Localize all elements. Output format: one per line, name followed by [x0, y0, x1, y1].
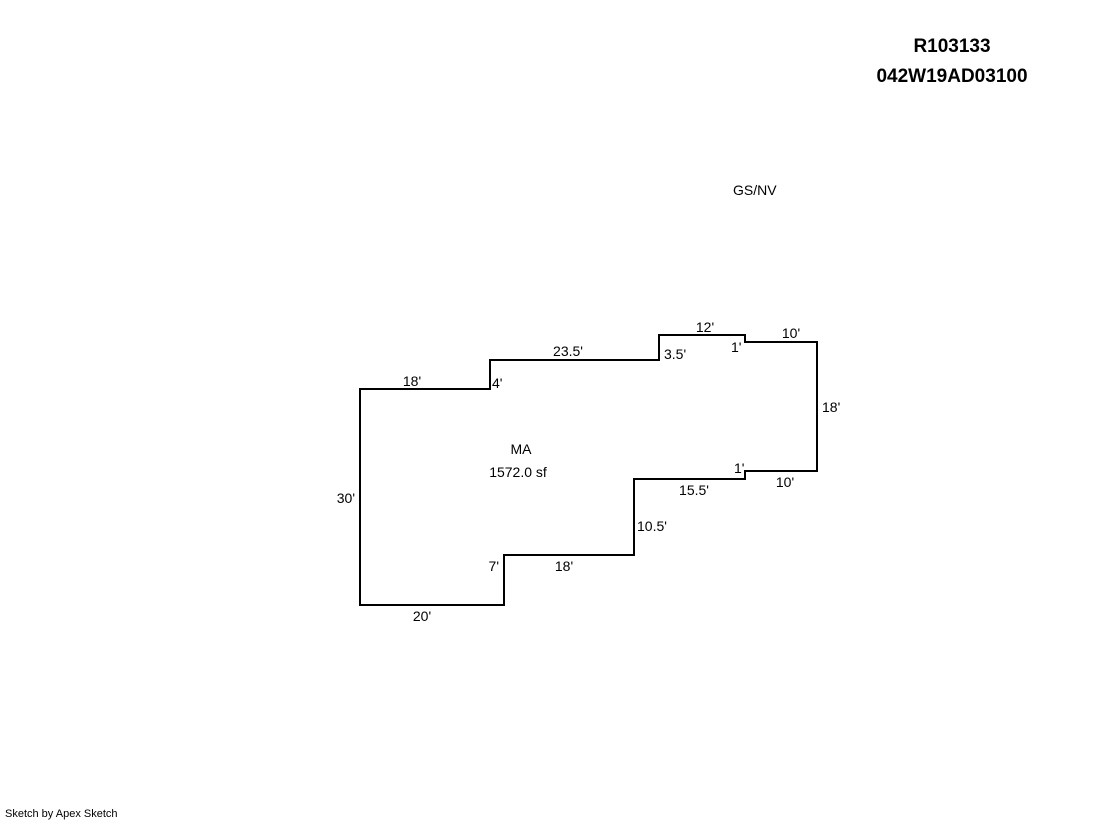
dim-step-down-right: 10.5': [637, 518, 667, 534]
dim-step-up-middle: 3.5': [664, 346, 686, 362]
dim-step-up-left: 4': [492, 375, 502, 391]
record-id: R103133: [913, 36, 991, 57]
area-size: 1572.0 sf: [489, 464, 547, 480]
dim-bottom-right: 10': [776, 474, 794, 490]
dim-top-middle: 23.5': [553, 343, 583, 359]
parcel-id: 042W19AD03100: [876, 66, 1028, 87]
area-code: MA: [511, 441, 533, 457]
dim-right-side: 18': [822, 399, 840, 415]
dim-top-right: 10': [782, 325, 800, 341]
dim-left-side: 30': [337, 490, 355, 506]
dim-top-right-inner: 12': [696, 319, 714, 335]
dim-step-down-left: 7': [489, 558, 499, 574]
dim-bottom-middle: 18': [555, 558, 573, 574]
zone-label: GS/NV: [733, 182, 777, 198]
dim-notch-top: 1': [731, 339, 741, 355]
dim-notch-bottom: 1': [734, 460, 744, 476]
dim-bottom-right-inner: 15.5': [679, 482, 709, 498]
dim-top-left: 18': [403, 373, 421, 389]
building-outline: [359, 334, 818, 606]
footer-credit: Sketch by Apex Sketch: [5, 808, 118, 820]
dim-bottom-left: 20': [413, 608, 431, 624]
